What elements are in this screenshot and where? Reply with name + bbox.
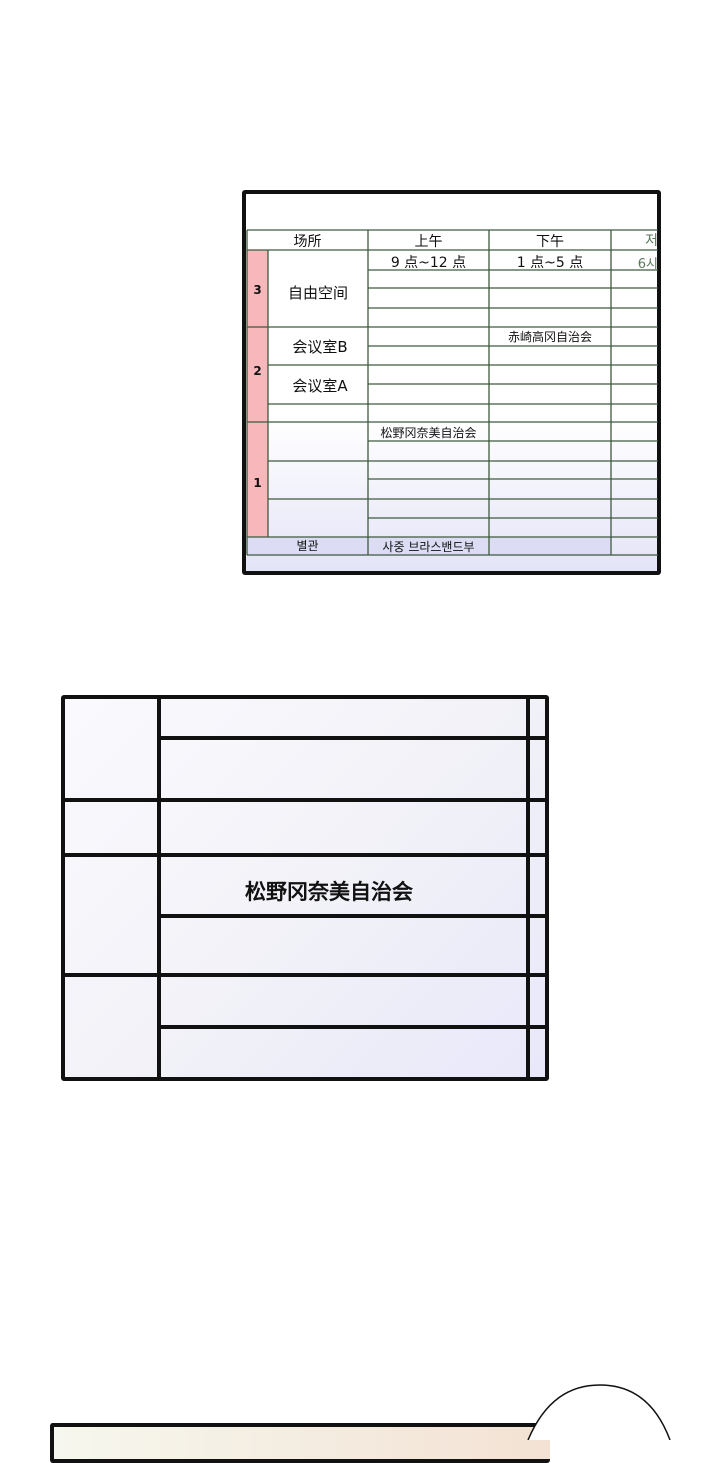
entry-floor1-morning: 松野冈奈美自治会	[380, 426, 477, 440]
slot-afternoon: 1 点~5 点	[516, 255, 584, 271]
annex-band	[247, 537, 610, 555]
floor-band	[247, 250, 268, 537]
floor-3: 3	[253, 283, 262, 297]
header-afternoon: 下午	[536, 234, 564, 250]
header-morning: 上午	[414, 234, 443, 250]
header-evening: 저	[645, 233, 658, 249]
room-meeting-a: 会议室A	[292, 377, 348, 395]
header-place: 场所	[293, 234, 322, 250]
closeup-panel	[61, 695, 549, 1081]
slot-evening: 6시	[637, 257, 658, 272]
schedule-panel	[242, 190, 661, 575]
entry-meeting-b-afternoon: 赤崎高冈自治会	[507, 330, 592, 344]
room-free-space: 自由空间	[287, 284, 348, 302]
room-meeting-b: 会议室B	[292, 338, 348, 356]
floor-2: 2	[253, 364, 262, 378]
floor-1: 1	[253, 476, 262, 490]
slot-morning: 9 点~12 点	[390, 255, 467, 271]
entry-annex-morning: 사중 브라스밴드부	[382, 540, 475, 554]
room-annex: 별관	[296, 539, 319, 553]
closeup-entry: 松野冈奈美自治会	[245, 880, 413, 904]
